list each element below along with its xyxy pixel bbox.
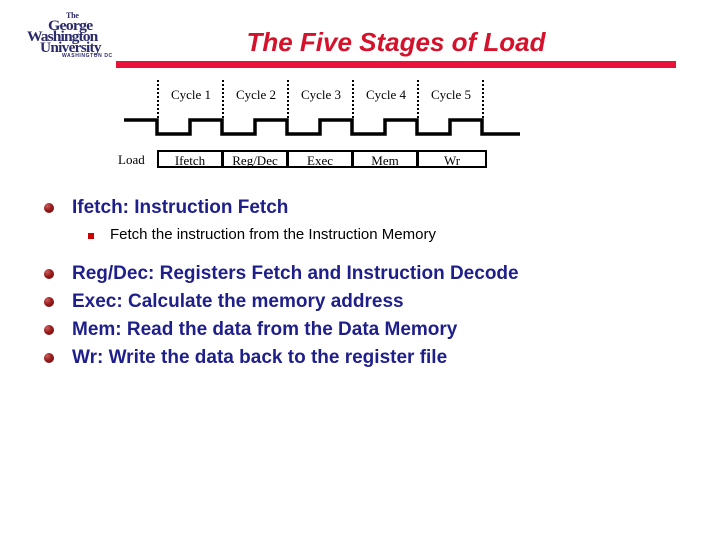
gw-university-logo: The George Washington University WASHING… bbox=[26, 12, 130, 62]
sphere-bullet-icon bbox=[44, 269, 54, 279]
cycle-divider-5 bbox=[482, 80, 484, 120]
cycle-divider-1 bbox=[222, 80, 224, 120]
title-underline-rule bbox=[116, 61, 676, 68]
bullet-label-exec: Exec: Calculate the memory address bbox=[72, 291, 404, 312]
bullet-item-ifetch: Ifetch: Instruction Fetch bbox=[40, 194, 690, 222]
square-bullet-icon bbox=[88, 233, 94, 239]
stage-box-regdec: Reg/Dec bbox=[222, 150, 288, 168]
sphere-bullet-icon bbox=[44, 203, 54, 213]
cycle-label-1: Cycle 1 bbox=[170, 87, 212, 102]
cycle-label-5: Cycle 5 bbox=[430, 87, 472, 102]
cycle-label-2: Cycle 2 bbox=[235, 87, 277, 102]
cycle-label-4: Cycle 4 bbox=[365, 87, 407, 102]
logo-line-washington-dc: WASHINGTON DC bbox=[62, 53, 113, 59]
bullet-spacer bbox=[40, 248, 690, 260]
logo-line-george: George bbox=[48, 18, 93, 34]
sub-bullet-label-ifetch-detail: Fetch the instruction from the Instructi… bbox=[110, 226, 436, 243]
sphere-bullet-icon bbox=[44, 353, 54, 363]
stage-row-label-load: Load bbox=[118, 152, 145, 167]
stage-box-wr: Wr bbox=[417, 150, 487, 168]
bullet-label-regdec: Reg/Dec: Registers Fetch and Instruction… bbox=[72, 263, 519, 284]
bullet-label-mem: Mem: Read the data from the Data Memory bbox=[72, 319, 458, 340]
cycle-divider-2 bbox=[287, 80, 289, 120]
clock-waveform bbox=[124, 118, 520, 136]
cycle-divider-3 bbox=[352, 80, 354, 120]
logo-line-university: University bbox=[40, 40, 102, 56]
cycle-label-3: Cycle 3 bbox=[300, 87, 342, 102]
bullet-item-exec: Exec: Calculate the memory address bbox=[40, 288, 690, 316]
stage-box-mem: Mem bbox=[352, 150, 418, 168]
cycle-divider-4 bbox=[417, 80, 419, 120]
stage-box-exec: Exec bbox=[287, 150, 353, 168]
logo-line-washington: Washington bbox=[27, 29, 98, 45]
pipeline-timing-diagram: Cycle 1 Cycle 2 Cycle 3 Cycle 4 Cycle 5 … bbox=[0, 0, 720, 185]
bullet-list: Ifetch: Instruction Fetch Fetch the inst… bbox=[40, 194, 690, 372]
bullet-label-wr: Wr: Write the data back to the register … bbox=[72, 347, 448, 368]
cycle-divider-0 bbox=[157, 80, 159, 120]
bullet-item-wr: Wr: Write the data back to the register … bbox=[40, 344, 690, 372]
bullet-item-regdec: Reg/Dec: Registers Fetch and Instruction… bbox=[40, 260, 690, 288]
sub-bullet-item-ifetch-detail: Fetch the instruction from the Instructi… bbox=[40, 222, 690, 248]
bullet-item-mem: Mem: Read the data from the Data Memory bbox=[40, 316, 690, 344]
slide-title: The Five Stages of Load bbox=[246, 27, 546, 57]
stage-box-ifetch: Ifetch bbox=[157, 150, 223, 168]
sphere-bullet-icon bbox=[44, 297, 54, 307]
logo-line-the: The bbox=[66, 11, 79, 20]
bullet-label-ifetch: Ifetch: Instruction Fetch bbox=[72, 197, 289, 218]
sphere-bullet-icon bbox=[44, 325, 54, 335]
